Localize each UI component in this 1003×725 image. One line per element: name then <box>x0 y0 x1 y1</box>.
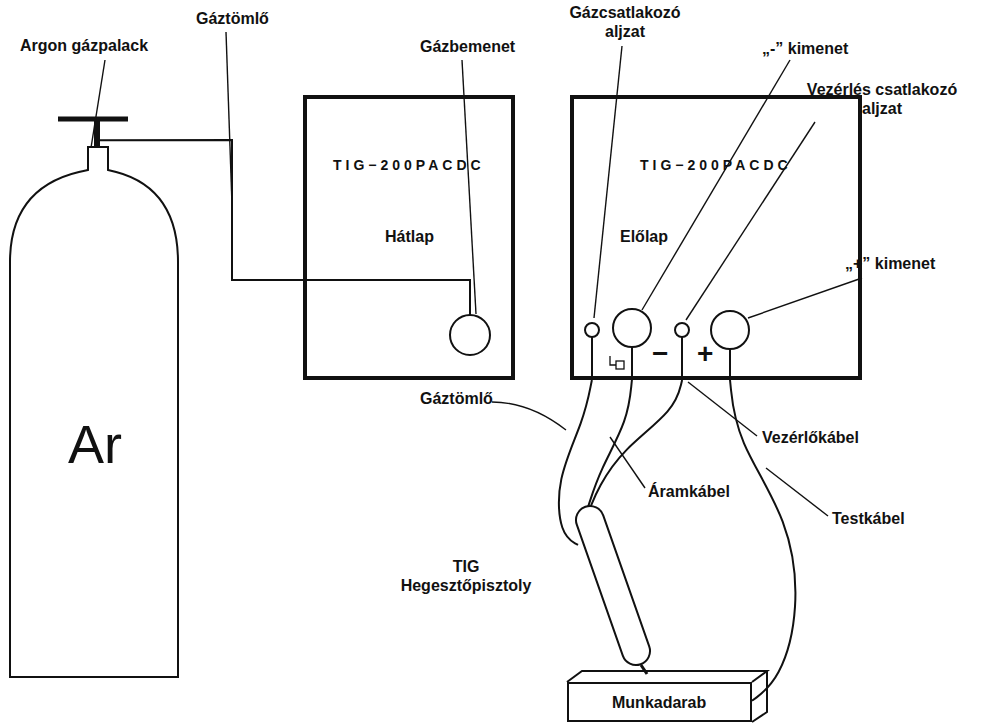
part-label: Vezérlés csatlakozó aljzat <box>792 80 972 118</box>
control-socket <box>675 323 689 337</box>
gas-connector-symbol <box>616 361 624 369</box>
workpiece-top <box>567 671 767 682</box>
node-text: Előlap <box>620 227 668 246</box>
part-label: Áramkábel <box>648 482 730 501</box>
node-text: Munkadarab <box>612 693 706 712</box>
part-label: Vezérlőkábel <box>762 428 859 447</box>
power-cable <box>588 380 632 507</box>
cylinder-outline <box>8 112 182 687</box>
gas-hose-inner <box>303 280 470 315</box>
part-label: „-” kimenet <box>762 39 848 58</box>
panel-title: TIG−200PACDC <box>640 157 792 174</box>
leader-line <box>686 122 815 320</box>
electrode-tip <box>641 665 647 674</box>
gas-inlet <box>450 315 490 355</box>
sockets <box>303 280 767 722</box>
front-panel: TIG−200PACDC Előlap <box>570 95 862 380</box>
part-label: „+” kimenet <box>845 254 935 273</box>
leader-line <box>594 46 622 318</box>
gas-socket <box>585 323 599 337</box>
back-panel: TIG−200PACDC Hátlap <box>303 95 515 380</box>
workpiece: Munkadarab <box>567 682 752 722</box>
leader-line <box>492 402 566 430</box>
valve-stem <box>94 120 100 147</box>
part-label: Gáztömlő <box>420 389 493 408</box>
part-label: Gáztömlő <box>196 9 269 28</box>
leader-line <box>766 468 828 516</box>
leader-lines <box>68 32 862 516</box>
gas-connector-symbol <box>610 356 616 365</box>
cable-stub <box>729 349 731 380</box>
cable-stub <box>591 337 593 380</box>
part-label: Gázbemenet <box>420 37 515 56</box>
part-label: Gázcsatlakozó aljzat <box>560 3 690 41</box>
valve-handle <box>58 117 128 122</box>
leader-line <box>748 278 862 318</box>
cable-stub <box>631 347 633 380</box>
cable-stub <box>681 337 683 380</box>
plus-socket <box>711 311 749 349</box>
leader-line <box>688 382 757 436</box>
part-label: Argon gázpalack <box>20 36 148 55</box>
node-text: TIG Hegesztőpisztoly <box>390 557 542 595</box>
torch-outline <box>590 520 636 651</box>
part-label: Testkábel <box>832 509 905 528</box>
torch-outline <box>572 505 662 675</box>
panel-title: TIG−200PACDC <box>333 157 485 174</box>
polarity-sign: + <box>697 340 713 368</box>
polarity-sign: − <box>652 340 668 368</box>
cylinder-body <box>10 147 178 677</box>
node-text: Ar <box>68 412 122 477</box>
torch-body <box>590 520 636 651</box>
ground-cable <box>730 380 795 701</box>
tig-torch: TIG Hegesztőpisztoly <box>572 505 662 675</box>
node-text: Hátlap <box>385 227 434 246</box>
workpiece-side <box>752 671 767 722</box>
gas-cylinder: Ar <box>8 112 182 687</box>
minus-socket <box>613 309 651 347</box>
